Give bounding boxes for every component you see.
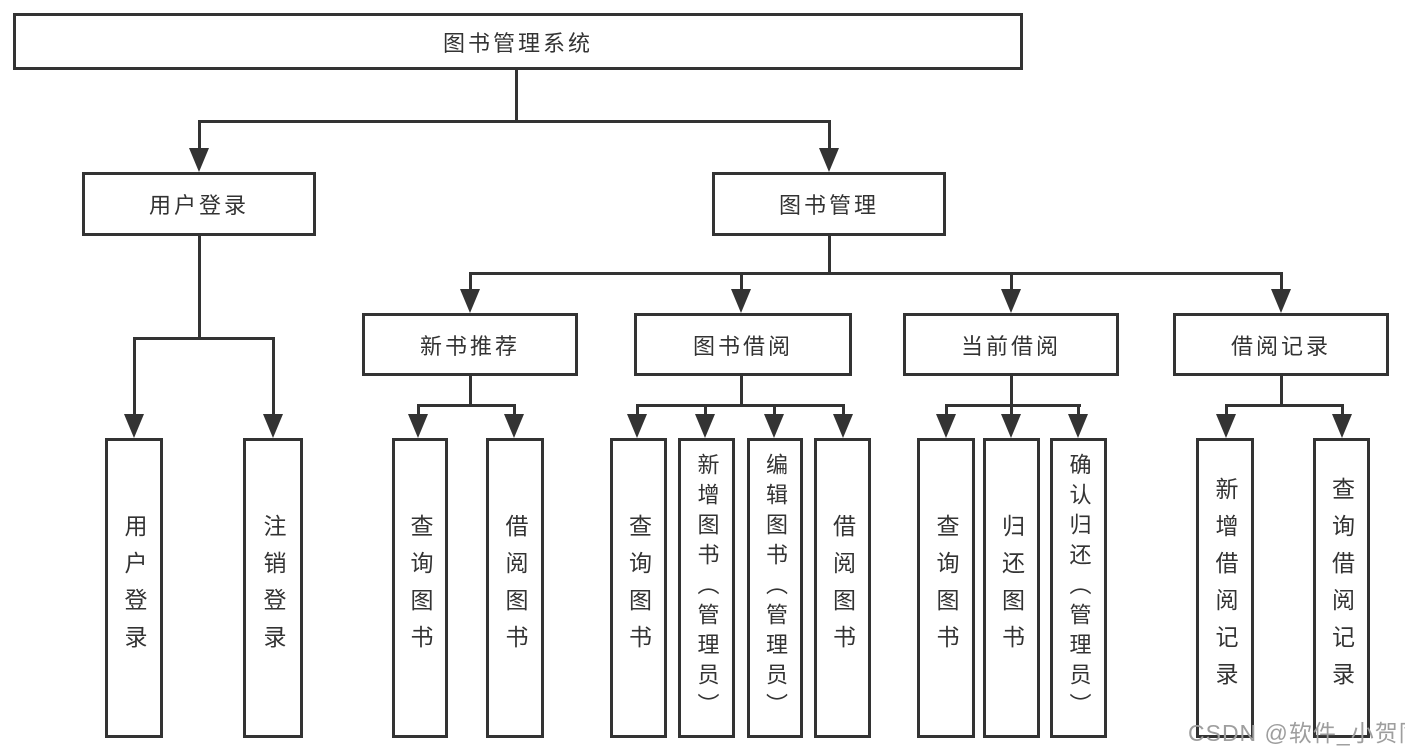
arrow-down-icon (1068, 414, 1088, 438)
connector-to-node (1010, 272, 1013, 292)
leaf-logout: 注销登录 (243, 438, 303, 738)
arrow-down-icon (819, 148, 839, 172)
connector-borrow-records-stem (1280, 376, 1283, 406)
connector-to-leaf (1341, 404, 1344, 417)
connector-to-leaf (773, 404, 776, 417)
node-book-management: 图书管理 (712, 172, 946, 236)
csdn-watermark: CSDN @软件_小贺同学 (1188, 720, 1405, 746)
node-borrowing-records: 借阅记录 (1173, 313, 1389, 376)
connector-user-login-bar (133, 337, 275, 340)
arrow-down-icon (1216, 414, 1236, 438)
leaf-query-books: 查询图书 (610, 438, 667, 738)
connector-current-borrow-bar (945, 404, 1081, 407)
leaf-add-borrow-record: 新增借阅记录 (1196, 438, 1254, 738)
connector-user-login-stem (198, 236, 201, 338)
leaf-confirm-return-admin: 确认归还（管理员） (1050, 438, 1107, 738)
arrow-down-icon (504, 414, 524, 438)
node-book-borrowing: 图书借阅 (634, 313, 852, 376)
node-current-borrowing: 当前借阅 (903, 313, 1119, 376)
connector-to-node (469, 272, 472, 292)
connector-book-mgmt-bar (469, 272, 1283, 275)
connector-to-leaf (1077, 404, 1080, 417)
arrow-down-icon (1001, 414, 1021, 438)
connector-book-borrow-stem (740, 376, 743, 406)
connector-to-leaf (945, 404, 948, 417)
arrow-down-icon (1001, 289, 1021, 313)
connector-to-node (1280, 272, 1283, 292)
arrow-down-icon (124, 414, 144, 438)
connector-to-leaf (704, 404, 707, 417)
connector-to-node (740, 272, 743, 292)
arrow-down-icon (1332, 414, 1352, 438)
leaf-user-login: 用户登录 (105, 438, 163, 738)
arrow-down-icon (627, 414, 647, 438)
node-library-management-system: 图书管理系统 (13, 13, 1023, 70)
connector-root-stem (515, 70, 518, 120)
leaf-borrow-books: 借阅图书 (814, 438, 871, 738)
node-user-login: 用户登录 (82, 172, 316, 236)
arrow-down-icon (764, 414, 784, 438)
connector-to-leaf (133, 337, 136, 417)
arrow-down-icon (263, 414, 283, 438)
arrow-down-icon (936, 414, 956, 438)
arrow-down-icon (833, 414, 853, 438)
arrow-down-icon (460, 289, 480, 313)
leaf-add-book-admin: 新增图书（管理员） (678, 438, 735, 738)
arrow-down-icon (408, 414, 428, 438)
arrow-down-icon (189, 148, 209, 172)
connector-to-leaf (417, 404, 420, 417)
connector-to-leaf (1225, 404, 1228, 417)
connector-to-leaf (513, 404, 516, 417)
connector-borrow-records-bar (1225, 404, 1344, 407)
arrow-down-icon (731, 289, 751, 313)
leaf-borrow-books: 借阅图书 (486, 438, 544, 738)
connector-to-leaf (842, 404, 845, 417)
leaf-query-books: 查询图书 (392, 438, 448, 738)
arrow-down-icon (695, 414, 715, 438)
leaf-return-book: 归还图书 (983, 438, 1040, 738)
leaf-query-books: 查询图书 (917, 438, 975, 738)
connector-book-borrow-bar (636, 404, 845, 407)
leaf-query-borrow-record: 查询借阅记录 (1313, 438, 1370, 738)
connector-root-bar (198, 120, 831, 123)
node-new-book-recommendation: 新书推荐 (362, 313, 578, 376)
connector-to-leaf (272, 337, 275, 417)
connector-to-leaf (1010, 404, 1013, 417)
connector-current-borrow-stem (1010, 376, 1013, 406)
connector-to-book-management (828, 120, 831, 150)
connector-new-book-bar (417, 404, 516, 407)
leaf-edit-book-admin: 编辑图书（管理员） (747, 438, 803, 738)
connector-new-book-stem (469, 376, 472, 406)
connector-book-mgmt-stem (828, 236, 831, 274)
connector-to-user-login (198, 120, 201, 150)
connector-to-leaf (636, 404, 639, 417)
arrow-down-icon (1271, 289, 1291, 313)
